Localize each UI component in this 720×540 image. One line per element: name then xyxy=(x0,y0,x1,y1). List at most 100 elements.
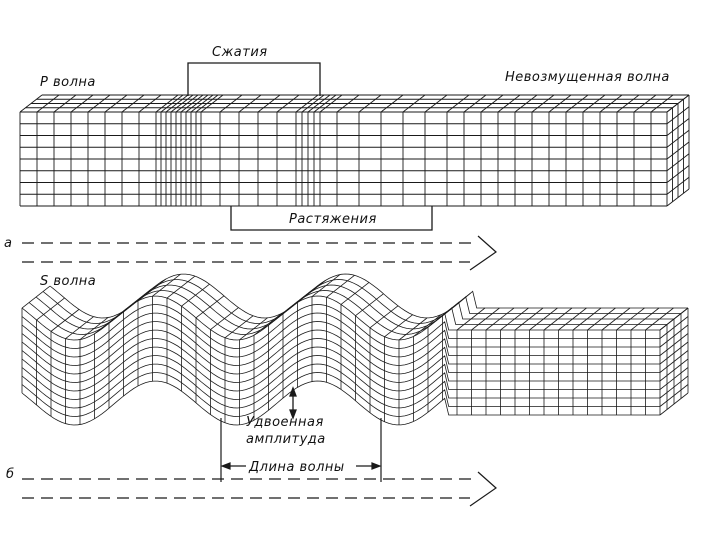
p-wave-block xyxy=(19,94,690,207)
double-amplitude-arrow xyxy=(289,386,297,420)
dashed-arrow-right-icon xyxy=(22,235,497,271)
grid-line xyxy=(160,94,184,113)
undisturbed-wave-label: Невозмущенная волна xyxy=(505,70,670,85)
grid-line xyxy=(104,94,128,113)
grid-line xyxy=(529,307,558,331)
grid-line xyxy=(514,94,538,113)
grid-line xyxy=(170,94,194,113)
s-wave-block xyxy=(21,273,689,426)
grid-line xyxy=(340,282,370,305)
grid-line xyxy=(276,94,300,113)
grid-line xyxy=(28,290,667,335)
grid-line xyxy=(295,94,319,113)
grid-line xyxy=(384,314,413,338)
grid-line xyxy=(531,94,555,113)
grid-line xyxy=(633,94,657,113)
grid-line xyxy=(137,278,167,302)
grid-line xyxy=(297,280,326,303)
grid-line xyxy=(558,307,587,331)
rarefaction-bracket xyxy=(230,206,433,231)
grid-line xyxy=(616,94,640,113)
grid-line xyxy=(121,94,145,113)
grid-line xyxy=(49,273,688,319)
grid-line xyxy=(424,94,448,113)
compression-label: Сжатия xyxy=(212,45,268,60)
grid-line xyxy=(155,94,179,113)
grid-line xyxy=(480,94,504,113)
grid-line xyxy=(239,317,268,341)
grid-line xyxy=(19,94,43,113)
grid-line xyxy=(514,307,544,331)
grid-line xyxy=(548,94,572,113)
dashed-arrow-right-icon xyxy=(22,471,497,507)
grid-line xyxy=(166,275,196,299)
grid-line xyxy=(413,314,442,337)
grid-line xyxy=(210,307,239,330)
grid-line xyxy=(572,307,602,331)
grid-line xyxy=(358,94,382,113)
grid-line xyxy=(500,307,529,331)
grid-line xyxy=(190,94,214,113)
grid-line xyxy=(446,94,470,113)
rarefaction-label: Растяжения xyxy=(289,212,377,227)
grid-line xyxy=(463,94,487,113)
grid-line xyxy=(582,94,606,113)
grid-line xyxy=(336,94,360,113)
grid-line xyxy=(42,279,681,324)
s-wave-label: S волна xyxy=(40,274,96,289)
grid-line xyxy=(402,94,426,113)
grid-line xyxy=(35,284,674,330)
grid-line xyxy=(326,274,355,298)
grid-line xyxy=(36,297,65,321)
grid-line xyxy=(319,94,343,113)
grid-line xyxy=(565,94,589,113)
grid-line xyxy=(599,94,623,113)
grid-line xyxy=(165,94,189,113)
grid-line xyxy=(616,307,645,331)
grid-line xyxy=(219,94,243,113)
grid-line xyxy=(36,94,60,113)
grid-line xyxy=(313,94,337,113)
grid-line xyxy=(238,94,262,113)
grid-line xyxy=(257,94,281,113)
grid-line xyxy=(70,94,94,113)
double-amplitude-label-2: амплитуда xyxy=(246,432,326,447)
grid-line xyxy=(152,273,181,297)
wavelength-dimension xyxy=(220,418,382,482)
grid-line xyxy=(79,317,109,340)
grid-line xyxy=(456,307,486,331)
grid-line xyxy=(282,290,312,314)
p-wave-label: P волна xyxy=(40,75,96,90)
grid-line xyxy=(427,304,457,328)
grid-line xyxy=(21,285,51,309)
grid-line xyxy=(601,307,631,331)
grid-line xyxy=(87,94,111,113)
grid-line xyxy=(311,274,341,297)
grid-line xyxy=(485,307,515,331)
grid-line xyxy=(185,94,209,113)
grid-line xyxy=(301,94,325,113)
grid-line xyxy=(65,316,94,339)
grid-line xyxy=(369,305,399,329)
grid-line xyxy=(123,288,152,312)
compression-bracket xyxy=(187,62,321,96)
grid-line xyxy=(268,302,297,326)
grid-line xyxy=(645,307,674,331)
grid-line xyxy=(587,307,616,331)
grid-line xyxy=(108,300,138,324)
grid-line xyxy=(195,94,219,113)
grid-line xyxy=(138,94,162,113)
grid-line xyxy=(195,295,225,319)
grid-line xyxy=(380,94,404,113)
grid-line xyxy=(181,283,210,307)
grid-line xyxy=(398,317,428,341)
grid-line xyxy=(253,312,283,336)
grid-line xyxy=(175,94,199,113)
grid-line xyxy=(53,94,77,113)
marker-a: а xyxy=(4,236,12,251)
grid-line xyxy=(497,94,521,113)
double-amplitude-label-1: Удвоенная xyxy=(246,415,324,430)
grid-line xyxy=(50,309,80,332)
grid-line xyxy=(650,94,674,113)
